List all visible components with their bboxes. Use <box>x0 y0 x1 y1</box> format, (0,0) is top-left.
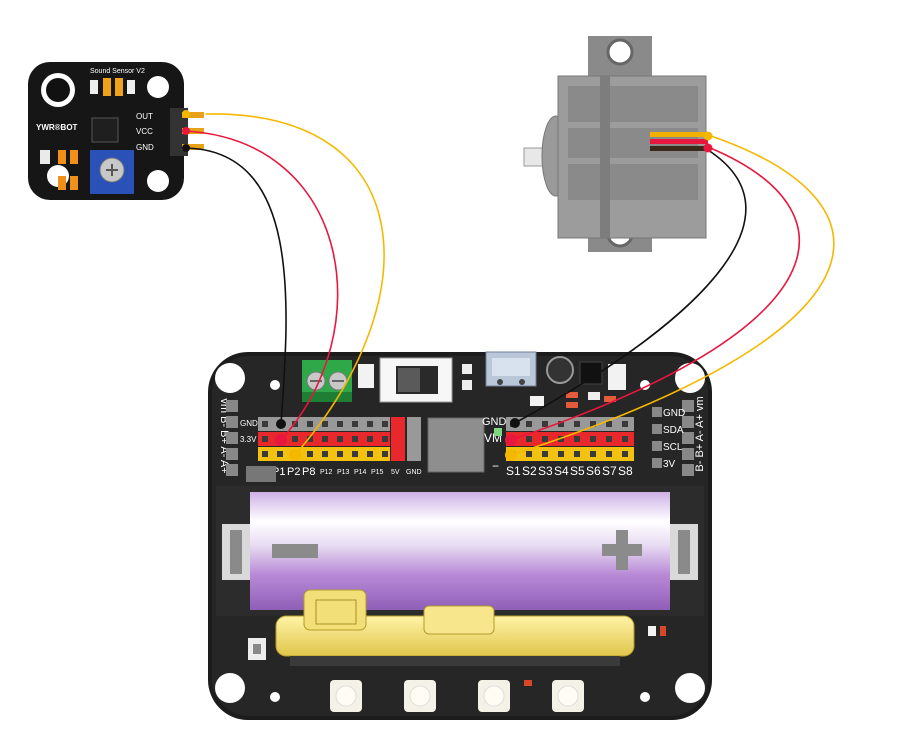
wire-sensor-gnd-to-gnd <box>184 147 287 425</box>
wires <box>184 113 835 456</box>
capacitor <box>546 356 574 384</box>
left-3v3-label: 3.3V <box>240 435 257 444</box>
sensor-chip <box>91 117 119 143</box>
battery-holder <box>216 486 704 616</box>
i2c-scl-label: SCL <box>663 442 683 453</box>
usb-port[interactable] <box>485 351 537 387</box>
servo-label-s1: S1 <box>506 464 521 478</box>
wire-servo-gnd-to-gnd <box>514 149 747 424</box>
expansion-board: vm B- B+ A- A+ GND 3.3V P0 P1 P2 P8 <box>208 351 712 720</box>
mount-hole-br <box>675 673 705 703</box>
i2c-sda-label: SDA <box>663 425 684 436</box>
servo-label-s5: S5 <box>570 464 585 478</box>
left-gnd-label: GND <box>240 419 258 428</box>
wire-servo-signal-to-s1 <box>510 134 835 456</box>
pin-label-p14: P14 <box>354 469 367 476</box>
servo-label-s7: S7 <box>602 464 617 478</box>
pin-label-gnd: GND <box>406 469 422 476</box>
servo-label-s3: S3 <box>538 464 553 478</box>
wire-sensor-vcc-to-3v3 <box>184 130 339 441</box>
servo-label-s8: S8 <box>618 464 633 478</box>
pin-label-p15: P15 <box>371 469 384 476</box>
servo-gnd-label: GND <box>482 416 507 428</box>
servo-label-s2: S2 <box>522 464 537 478</box>
mount-hole-tl <box>215 363 245 393</box>
mount-hole-tr <box>675 363 705 393</box>
microbit-slot <box>275 589 635 666</box>
pin-label-p12: P12 <box>320 469 333 476</box>
wire-servo-vcc-to-vm <box>510 146 801 441</box>
pin-label-p8: P8 <box>302 466 315 478</box>
wire-sensor-out-to-p2 <box>205 113 385 456</box>
sensitivity-potentiometer[interactable] <box>90 150 134 194</box>
pin-label-p13: P13 <box>337 469 350 476</box>
sensor-pin-vcc-label: VCC <box>136 127 153 136</box>
servo-minus-label: − <box>492 459 499 473</box>
sensor-title: Sound Sensor V2 <box>90 68 145 75</box>
pin-label-5v: 5V <box>391 469 400 476</box>
screw-terminal <box>302 360 352 402</box>
servo-label-s6: S6 <box>586 464 601 478</box>
i2c-gnd-label: GND <box>663 408 685 419</box>
sensor-brand: YWR®BOT <box>36 123 78 132</box>
servo-motor <box>523 36 708 252</box>
servo-pin-header[interactable] <box>506 417 634 461</box>
servo-label-s4: S4 <box>554 464 569 478</box>
sensor-pin-gnd-label: GND <box>136 143 154 152</box>
right-edge-label: B- B+ A- A+ vm <box>694 396 706 471</box>
wire-endpoints <box>182 110 713 461</box>
power-switch[interactable] <box>379 357 453 403</box>
mount-hole-bl <box>215 673 245 703</box>
sound-sensor-module: Sound Sensor V2 YWR®BOT OUT VCC GND <box>28 62 204 200</box>
sensor-pin-out-label: OUT <box>136 112 153 121</box>
main-chip <box>427 417 485 473</box>
pin-label-p2: P2 <box>287 466 300 478</box>
battery-minus-mark <box>272 544 318 558</box>
battery-plus-mark <box>602 530 642 570</box>
i2c-3v-label: 3V <box>663 459 676 470</box>
